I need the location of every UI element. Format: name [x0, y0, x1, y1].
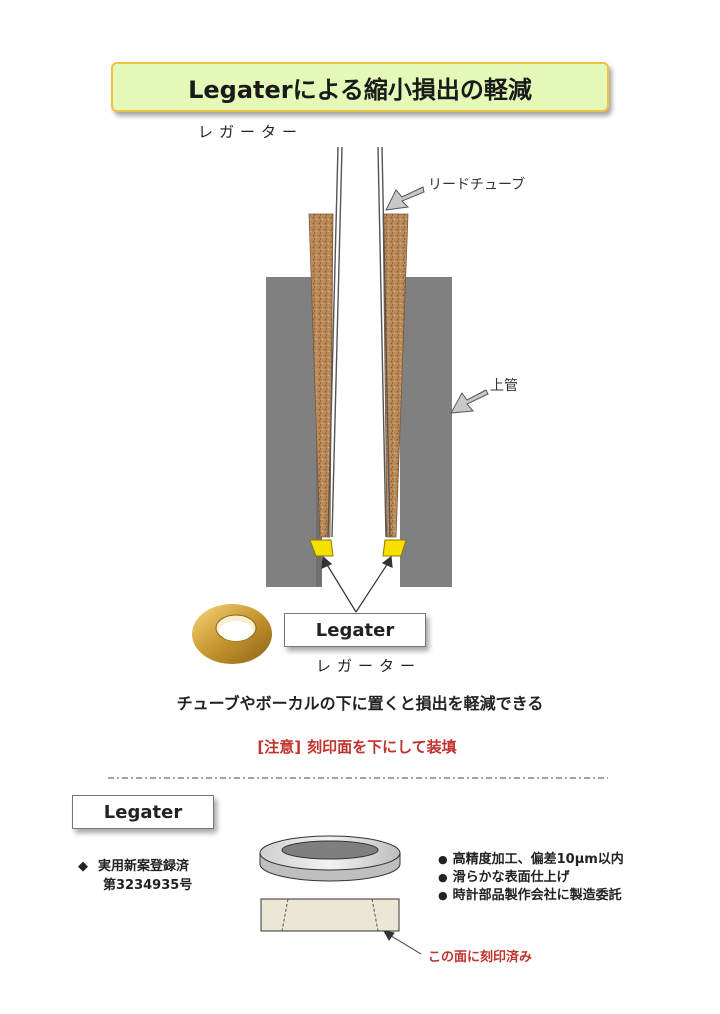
stamp-arrow	[383, 930, 422, 955]
upper-tube-label: 上管	[490, 378, 518, 394]
registration-block: ◆ 実用新案登録済 第3234935号	[78, 857, 192, 895]
ring-3d-view	[259, 835, 401, 882]
legater-photo	[192, 604, 272, 664]
caution-tag: [注意]	[257, 738, 302, 756]
upper-tube-arrow	[450, 389, 489, 414]
caution-note: [注意] 刻印面を下にして装填	[0, 736, 720, 757]
top-kana-label: レガーター	[198, 123, 304, 141]
diagram-caption: チューブやボーカルの下に置くと損出を軽減できる	[176, 694, 544, 713]
cork-wall	[308, 213, 409, 538]
feature-list: 高精度加工、偏差10μm以内 滑らかな表面仕上げ 時計部品製作会社に製造委託	[438, 851, 624, 905]
page-title: Legaterによる縮小損出の軽減	[111, 62, 609, 112]
registration-line1: 実用新案登録済	[98, 859, 190, 874]
ring-cross-section	[260, 898, 400, 932]
registration-line2: 第3234935号	[103, 878, 193, 893]
legater-kana-label: レガーター	[316, 657, 422, 675]
reed-tube-label: リードチューブ	[428, 177, 526, 193]
reed-tube	[327, 146, 391, 538]
upper-tube	[266, 277, 452, 587]
caution-text: 刻印面を下にして装填	[307, 738, 457, 756]
legater-label-box: Legater	[284, 613, 426, 647]
diamond-bullet-icon: ◆	[78, 859, 88, 874]
feature-item: 高精度加工、偏差10μm以内	[438, 851, 624, 869]
feature-item: 滑らかな表面仕上げ	[438, 869, 624, 887]
legater-pointer-arrows	[321, 555, 393, 613]
legater-ring-section	[309, 539, 407, 557]
feature-item: 時計部品製作会社に製造委託	[438, 887, 624, 905]
reed-tube-arrow	[385, 186, 425, 211]
stamp-note: この面に刻印済み	[428, 950, 533, 965]
product-name-box: Legater	[72, 795, 214, 829]
